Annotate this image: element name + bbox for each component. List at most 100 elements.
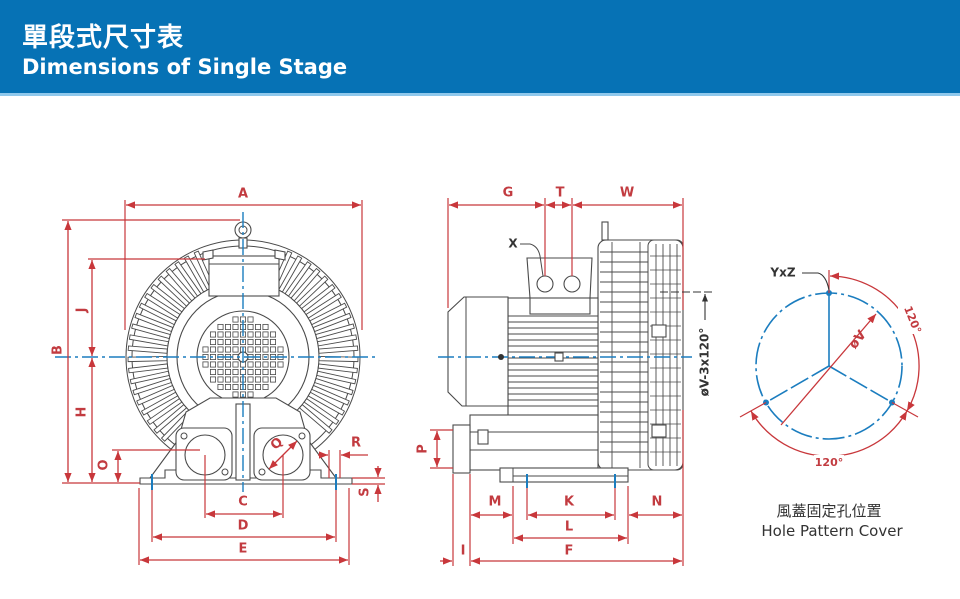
dim-label-h: H (75, 407, 90, 418)
dim-label-n: N (652, 495, 663, 510)
dim-label-r: R (351, 436, 361, 451)
cable-gland-1 (536, 275, 554, 293)
grille-slot (247, 338, 254, 345)
grille-slot (217, 361, 224, 368)
header-divider (0, 93, 960, 96)
cover-clip-upper (651, 324, 667, 338)
grille-slot (247, 361, 254, 368)
dim-label-m: M (489, 495, 502, 510)
dim-label-o: O (97, 459, 112, 470)
hole-pattern-cover: øV 120° 120° YxZ 風蓋固定孔位置 Hole Pattern Co… (739, 266, 924, 540)
dim-label-t: T (556, 186, 565, 201)
grille-slot (232, 323, 239, 330)
cooling-fin (317, 363, 358, 374)
grille-slot (254, 323, 261, 330)
cooling-fin (128, 363, 169, 374)
grille-slot (232, 316, 239, 323)
dim-label-w: W (620, 186, 634, 201)
grille-slot (254, 376, 261, 383)
dim-label-a: A (238, 187, 248, 202)
header-bar: 單段式尺寸表 Dimensions of Single Stage (0, 0, 960, 93)
caption-english: Hole Pattern Cover (761, 522, 903, 540)
dim-label-e: E (239, 542, 248, 557)
dim-label-d: D (238, 519, 249, 534)
angle-label-lower: 120° (815, 456, 843, 469)
grille-slot (217, 323, 224, 330)
motor-fins (508, 315, 598, 407)
grille-slot (254, 346, 261, 353)
dim-label-s: S (358, 487, 373, 496)
terminal-box-side (526, 257, 593, 299)
grille-slot (247, 331, 254, 338)
grille-slot (247, 383, 254, 390)
grille-slot (262, 323, 269, 330)
grille-slot (217, 376, 224, 383)
grille-slot (232, 346, 239, 353)
blower-housing-ribs (600, 242, 648, 468)
grille-slot (247, 346, 254, 353)
grille-slot (262, 376, 269, 383)
diameter-label: øV (846, 328, 870, 352)
dim-label-x: X (508, 237, 518, 251)
grille-slot (262, 346, 269, 353)
grille-slot (269, 331, 276, 338)
grille-slot (209, 376, 216, 383)
grille-slot (224, 331, 231, 338)
angle-label-bg (814, 455, 844, 469)
grille-slot (277, 361, 284, 368)
grille-slot (277, 346, 284, 353)
body-bolt (554, 352, 564, 362)
terminal-box-lugs (202, 249, 286, 261)
dim-label-j: J (75, 308, 90, 314)
grille-slot (232, 361, 239, 368)
dim-label-c: C (238, 495, 248, 510)
grille-slot (217, 331, 224, 338)
shaft-end-mark (498, 354, 504, 360)
page-title-english: Dimensions of Single Stage (22, 55, 348, 79)
grille-slot (269, 346, 276, 353)
grille-slot (269, 361, 276, 368)
dim-label-i: I (461, 544, 466, 559)
grille-slot (209, 331, 216, 338)
grille-slot (209, 368, 216, 375)
grille-slot (247, 376, 254, 383)
dim-label-p: P (416, 444, 431, 454)
grille-slot (254, 331, 261, 338)
grille-slot (254, 368, 261, 375)
grille-slot (262, 361, 269, 368)
flange-bolt (258, 468, 266, 476)
port-nut (477, 429, 489, 445)
grille-slot (217, 338, 224, 345)
base-rail (499, 467, 629, 483)
grille-slot (209, 361, 216, 368)
cover-clip-lower (651, 424, 667, 438)
grille-slot (202, 346, 209, 353)
cooling-fins (127, 250, 359, 442)
spoke-lower-right (828, 365, 893, 404)
bolt-pattern-note: øV-3x120° (698, 328, 712, 397)
grille-slot (262, 331, 269, 338)
terminal-box (208, 255, 280, 297)
grille-slot (254, 338, 261, 345)
grille-slot (209, 346, 216, 353)
grille-slot (217, 368, 224, 375)
grille-slot (262, 338, 269, 345)
angle-label-bg (898, 306, 924, 334)
grille-slot (232, 368, 239, 375)
grille-slot (239, 368, 246, 375)
grille-slot (269, 376, 276, 383)
grille-slot (262, 368, 269, 375)
grille-slot (232, 383, 239, 390)
grille-slot (247, 368, 254, 375)
dim-label-l: L (565, 520, 573, 535)
grille-slot (224, 346, 231, 353)
side-view: G T W X øV-3x120° P M K N L (416, 186, 712, 566)
flange-bolt (180, 432, 188, 440)
grille-slot (254, 383, 261, 390)
page-title-chinese: 單段式尺寸表 (22, 23, 185, 53)
cooling-fin (127, 345, 168, 354)
grille-slot (232, 338, 239, 345)
housing-eyebolt (601, 221, 609, 241)
grille-slot (269, 338, 276, 345)
